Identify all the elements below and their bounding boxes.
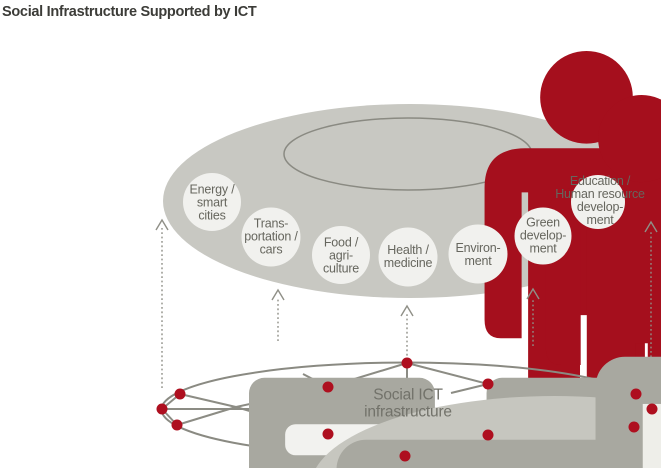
sector-circle-environment xyxy=(448,224,508,284)
sector-circle-education xyxy=(571,175,625,229)
sector-circle-health xyxy=(378,227,438,287)
dashed-arrow xyxy=(155,218,169,388)
network-node-dots xyxy=(156,357,658,462)
dashed-arrow xyxy=(644,220,658,388)
sector-circle-transportation xyxy=(241,207,301,267)
sector-circle-energy xyxy=(183,173,241,231)
sector-circle-green xyxy=(514,207,572,265)
dashed-arrow xyxy=(400,304,414,360)
sector-circle-food xyxy=(312,226,370,284)
page-title: Social Infrastructure Supported by ICT xyxy=(2,4,257,20)
dashed-arrow xyxy=(526,287,540,346)
dashed-arrow xyxy=(271,288,285,341)
